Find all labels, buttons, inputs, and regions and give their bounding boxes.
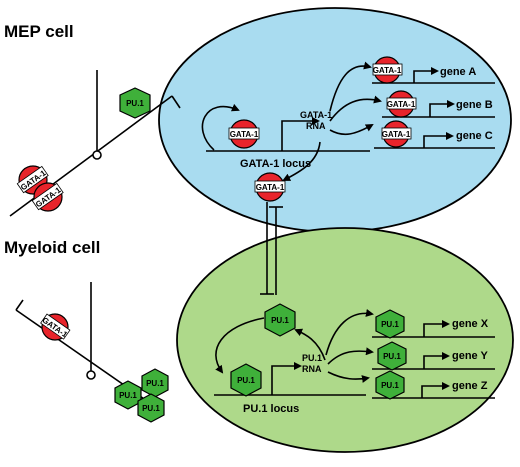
svg-text:PU.1: PU.1 [126, 99, 144, 108]
gata1-rna: GATA-1 RNA [300, 110, 332, 131]
svg-text:GATA-1: GATA-1 [387, 100, 416, 109]
mep-cell-title: MEP cell [4, 22, 74, 41]
pu1-locus: PU.1 locus [214, 362, 366, 415]
gene-x-row: PU.1 gene X [372, 309, 495, 339]
svg-text:PU.1: PU.1 [381, 320, 399, 329]
arrow-gene-x [325, 308, 374, 356]
gene-x-label: gene X [452, 318, 489, 330]
linker-node [86, 370, 96, 380]
arrow-gene-z [327, 371, 370, 383]
gene-b-label: gene B [456, 99, 493, 111]
pu1-cluster: PU.1 PU.1 PU.1 [114, 368, 169, 423]
svg-text:PU.1: PU.1 [237, 376, 255, 385]
arrow-gene-b [329, 95, 382, 122]
svg-text:PU.1: PU.1 [302, 353, 322, 363]
svg-text:GATA-1: GATA-1 [300, 110, 332, 120]
arrow-gene-a [329, 61, 372, 112]
svg-text:GATA-1: GATA-1 [256, 183, 285, 192]
myeloid-cell-title: Myeloid cell [4, 238, 100, 257]
svg-text:RNA: RNA [302, 364, 322, 374]
gene-b-row: GATA-1 gene B [382, 90, 495, 118]
arrow-pu1-to-locus [215, 317, 265, 374]
svg-text:PU.1: PU.1 [381, 381, 399, 390]
arrow-pu1-protein [294, 328, 326, 361]
mep-cell [158, 7, 512, 233]
pu1-hexagon: PU.1 [119, 87, 151, 119]
linker-node [92, 150, 102, 160]
gata1-protein: GATA-1 [254, 172, 286, 202]
gata1-locus-label: GATA-1 locus [240, 158, 311, 170]
gene-z-row: PU.1 gene Z [372, 370, 495, 400]
arrow-gata1-protein [282, 141, 321, 181]
mutual-inhibition [260, 202, 283, 295]
gata1-factor-on-locus: GATA-1 [228, 119, 260, 149]
myeloid-cell [176, 227, 514, 453]
gene-a-label: gene A [440, 66, 476, 78]
pu1-rna: PU.1 RNA [302, 353, 322, 374]
gata1-on-myeloid-chromatin: GATA-1 [40, 313, 71, 341]
svg-text:RNA: RNA [306, 121, 326, 131]
svg-text:GATA-1: GATA-1 [373, 66, 402, 75]
svg-text:PU.1: PU.1 [119, 391, 137, 400]
svg-text:PU.1: PU.1 [142, 404, 160, 413]
gata1-pair: GATA-1 GATA-1 [16, 165, 64, 212]
svg-text:PU.1: PU.1 [383, 352, 401, 361]
svg-text:GATA-1: GATA-1 [230, 130, 259, 139]
arrow-gene-c [329, 124, 374, 136]
autoregulation-arrow [201, 103, 240, 151]
arrow-gene-y [327, 347, 374, 365]
gene-y-row: PU.1 gene Y [372, 341, 495, 371]
svg-text:PU.1: PU.1 [146, 379, 164, 388]
pu1-locus-label: PU.1 locus [243, 403, 299, 415]
pu1-factor-on-locus: PU.1 [230, 363, 262, 397]
gene-c-label: gene C [456, 130, 493, 142]
gene-a-row: GATA-1 gene A [372, 56, 495, 84]
gene-c-row: GATA-1 gene C [374, 120, 495, 149]
gene-y-label: gene Y [452, 350, 489, 362]
pu1-protein: PU.1 [264, 303, 296, 337]
svg-text:GATA-1: GATA-1 [382, 130, 411, 139]
gene-z-label: gene Z [452, 380, 488, 392]
gata1-locus: GATA-1 locus [206, 117, 370, 170]
svg-text:PU.1: PU.1 [271, 316, 289, 325]
